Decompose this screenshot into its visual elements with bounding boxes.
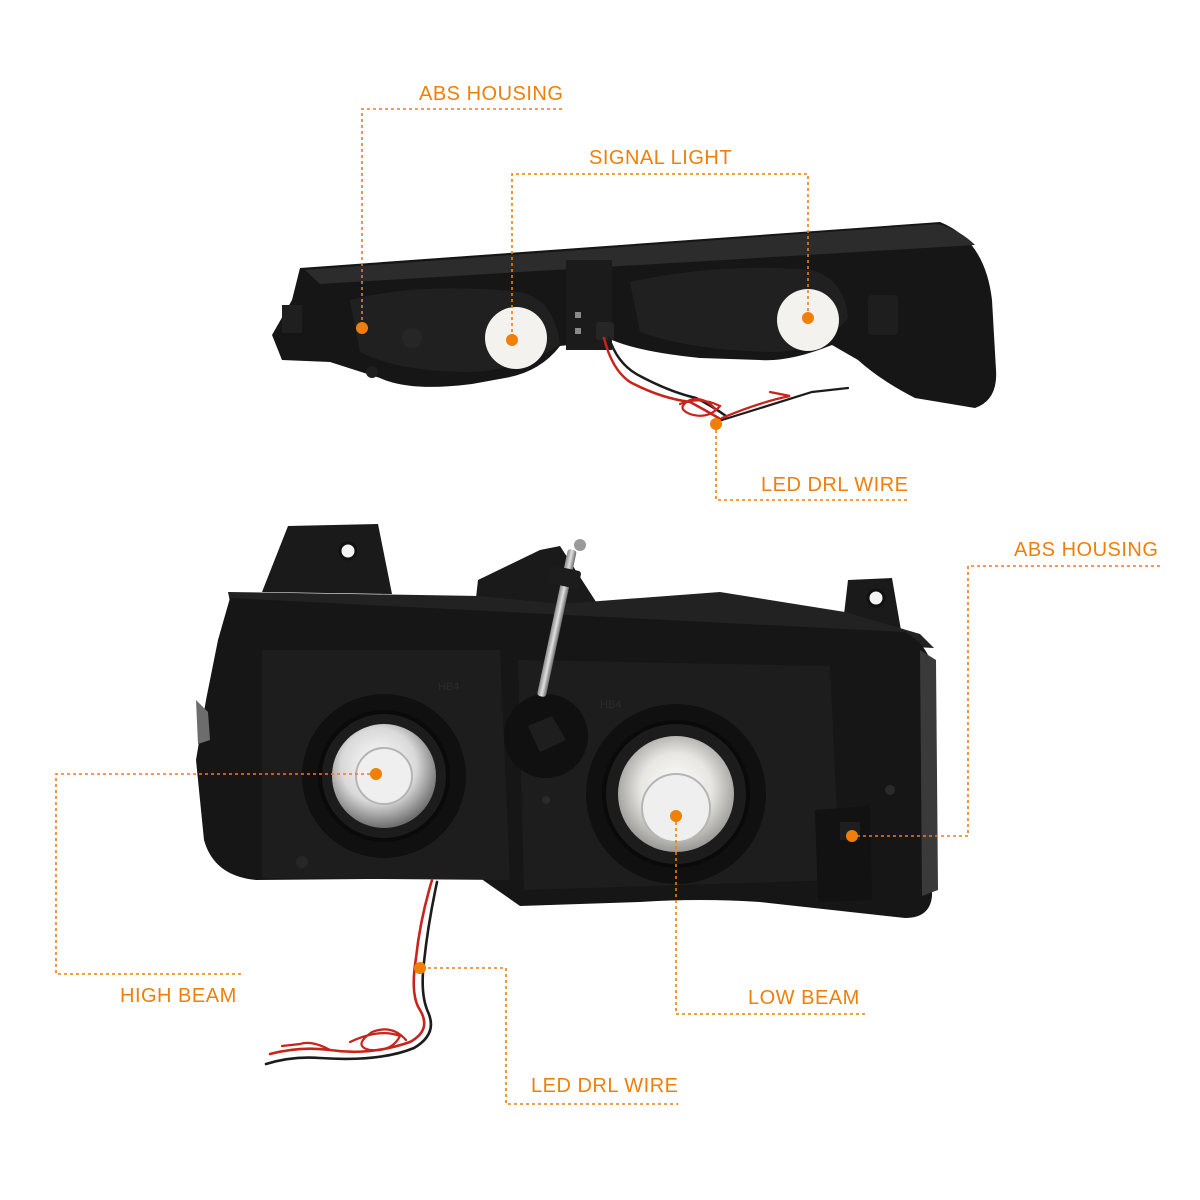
leader-top-drl xyxy=(715,424,910,501)
top-drl-wire xyxy=(602,336,850,422)
left-mounting-tab xyxy=(262,524,392,594)
leader-top-abs xyxy=(361,108,562,328)
high-beam-code: HB4 xyxy=(438,681,459,693)
callout-dots xyxy=(356,312,858,974)
label-high-beam: HIGH BEAM xyxy=(120,985,237,1007)
leader-signal xyxy=(511,173,809,338)
label-signal-light: SIGNAL LIGHT xyxy=(589,147,733,169)
leader-bottom-drl xyxy=(428,967,678,1105)
callout-leader-lines xyxy=(55,108,1160,1105)
dot-signal-left xyxy=(506,334,518,346)
leader-high-beam xyxy=(55,773,376,975)
dot-top-abs xyxy=(356,322,368,334)
dot-bottom-abs xyxy=(846,830,858,842)
label-bottom-led-drl-wire: LED DRL WIRE xyxy=(531,1075,679,1097)
label-top-led-drl-wire: LED DRL WIRE xyxy=(761,474,909,496)
bottom-drl-wire xyxy=(264,878,439,1066)
dot-signal-right xyxy=(802,312,814,324)
headlight-assembly: HB4 HB4 xyxy=(196,524,938,918)
dot-high-beam xyxy=(370,768,382,780)
low-beam-code: HB4 xyxy=(600,699,621,711)
label-low-beam: LOW BEAM xyxy=(748,987,860,1009)
leader-low-beam xyxy=(675,816,866,1015)
label-bottom-abs-housing: ABS HOUSING xyxy=(1014,539,1159,561)
leader-bottom-abs xyxy=(852,565,1160,837)
dot-bottom-drl xyxy=(414,962,426,974)
label-top-abs-housing: ABS HOUSING xyxy=(419,83,564,105)
signal-light-assembly xyxy=(272,222,997,408)
dot-top-drl xyxy=(710,418,722,430)
dot-low-beam xyxy=(670,810,682,822)
